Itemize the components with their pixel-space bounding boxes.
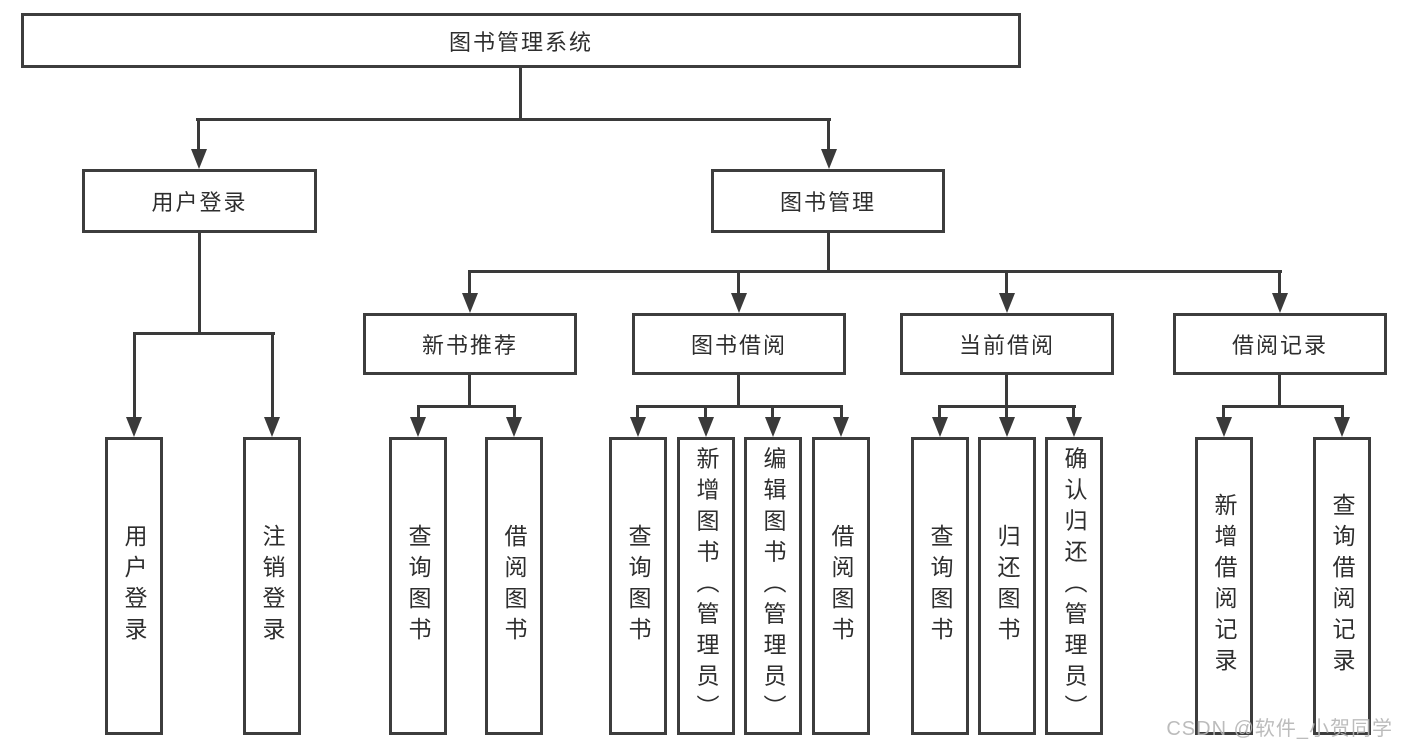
connector-line bbox=[513, 405, 516, 417]
node-label: 借阅图书 bbox=[501, 524, 527, 648]
connector-line bbox=[636, 405, 639, 417]
connector-line bbox=[737, 270, 740, 295]
node-root: 图书管理系统 bbox=[21, 13, 1021, 68]
leaf-edit-books-admin: 编辑图书（管理员） bbox=[744, 437, 802, 735]
arrow-down-icon bbox=[999, 417, 1015, 437]
connector-line bbox=[133, 332, 275, 335]
arrow-down-icon bbox=[1066, 417, 1082, 437]
node-label: 新书推荐 bbox=[421, 333, 518, 358]
node-label: 用户登录 bbox=[151, 190, 248, 215]
connector-line bbox=[196, 118, 831, 121]
node-label: 查询图书 bbox=[927, 524, 953, 648]
leaf-confirm-return-admin: 确认归还（管理员） bbox=[1045, 437, 1103, 735]
connector-line bbox=[197, 118, 200, 151]
connector-line bbox=[938, 405, 941, 417]
connector-line bbox=[1341, 405, 1344, 417]
node-label: 归还图书 bbox=[994, 524, 1020, 648]
connector-line bbox=[771, 405, 774, 417]
leaf-return-books: 归还图书 bbox=[978, 437, 1036, 735]
node-book-management: 图书管理 bbox=[711, 169, 945, 233]
arrow-down-icon bbox=[191, 149, 207, 169]
connector-line bbox=[1222, 405, 1344, 408]
leaf-borrow-books-1: 借阅图书 bbox=[485, 437, 543, 735]
arrow-down-icon bbox=[1334, 417, 1350, 437]
node-label: 新增图书（管理员） bbox=[693, 446, 719, 726]
node-label: 确认归还（管理员） bbox=[1061, 446, 1087, 726]
csdn-watermark: CSDN @软件_小贺同学 bbox=[1166, 718, 1393, 740]
node-user-login: 用户登录 bbox=[82, 169, 317, 233]
node-book-borrow: 图书借阅 bbox=[632, 313, 846, 375]
connector-line bbox=[1278, 375, 1281, 408]
node-label: 注销登录 bbox=[259, 524, 285, 648]
node-label: 当前借阅 bbox=[958, 333, 1055, 358]
connector-line bbox=[840, 405, 843, 417]
connector-line bbox=[1005, 270, 1008, 295]
arrow-down-icon bbox=[833, 417, 849, 437]
arrow-down-icon bbox=[999, 293, 1015, 313]
connector-line bbox=[417, 405, 516, 408]
connector-line bbox=[636, 405, 843, 408]
arrow-down-icon bbox=[630, 417, 646, 437]
leaf-query-books-3: 查询图书 bbox=[911, 437, 969, 735]
connector-line bbox=[198, 233, 201, 335]
arrow-down-icon bbox=[1272, 293, 1288, 313]
connector-line bbox=[1072, 405, 1075, 417]
node-label: 图书管理 bbox=[779, 190, 876, 215]
connector-line bbox=[737, 375, 740, 408]
node-label: 借阅记录 bbox=[1231, 333, 1328, 358]
leaf-add-books-admin: 新增图书（管理员） bbox=[677, 437, 735, 735]
arrow-down-icon bbox=[506, 417, 522, 437]
node-label: 查询图书 bbox=[625, 524, 651, 648]
arrow-down-icon bbox=[126, 417, 142, 437]
arrow-down-icon bbox=[821, 149, 837, 169]
arrow-down-icon bbox=[1216, 417, 1232, 437]
arrow-down-icon bbox=[264, 417, 280, 437]
node-label: 新增借阅记录 bbox=[1211, 493, 1237, 679]
leaf-query-books-1: 查询图书 bbox=[389, 437, 447, 735]
node-label: 借阅图书 bbox=[828, 524, 854, 648]
node-label: 编辑图书（管理员） bbox=[760, 446, 786, 726]
node-label: 查询图书 bbox=[405, 524, 431, 648]
connector-line bbox=[1222, 405, 1225, 417]
leaf-query-books-2: 查询图书 bbox=[609, 437, 667, 735]
connector-line bbox=[468, 270, 1282, 273]
leaf-logout: 注销登录 bbox=[243, 437, 301, 735]
connector-line bbox=[1005, 375, 1008, 408]
connector-line bbox=[468, 270, 471, 295]
connector-line bbox=[704, 405, 707, 417]
node-borrow-record: 借阅记录 bbox=[1173, 313, 1387, 375]
arrow-down-icon bbox=[698, 417, 714, 437]
connector-line bbox=[519, 68, 522, 121]
connector-line bbox=[1278, 270, 1281, 295]
connector-line bbox=[133, 332, 136, 417]
arrow-down-icon bbox=[462, 293, 478, 313]
connector-line bbox=[1005, 405, 1008, 417]
arrow-down-icon bbox=[765, 417, 781, 437]
node-label: 用户登录 bbox=[121, 524, 147, 648]
node-label: 图书借阅 bbox=[690, 333, 787, 358]
connector-line bbox=[417, 405, 420, 417]
node-new-book-recommend: 新书推荐 bbox=[363, 313, 577, 375]
arrow-down-icon bbox=[410, 417, 426, 437]
connector-line bbox=[468, 375, 471, 408]
leaf-borrow-books-2: 借阅图书 bbox=[812, 437, 870, 735]
connector-line bbox=[271, 332, 274, 417]
node-label: 查询借阅记录 bbox=[1329, 493, 1355, 679]
arrow-down-icon bbox=[731, 293, 747, 313]
connector-line bbox=[827, 118, 830, 151]
arrow-down-icon bbox=[932, 417, 948, 437]
connector-line bbox=[827, 233, 830, 273]
leaf-add-borrow-record: 新增借阅记录 bbox=[1195, 437, 1253, 735]
leaf-query-borrow-record: 查询借阅记录 bbox=[1313, 437, 1371, 735]
node-label: 图书管理系统 bbox=[448, 29, 593, 55]
leaf-user-login: 用户登录 bbox=[105, 437, 163, 735]
node-current-borrow: 当前借阅 bbox=[900, 313, 1114, 375]
